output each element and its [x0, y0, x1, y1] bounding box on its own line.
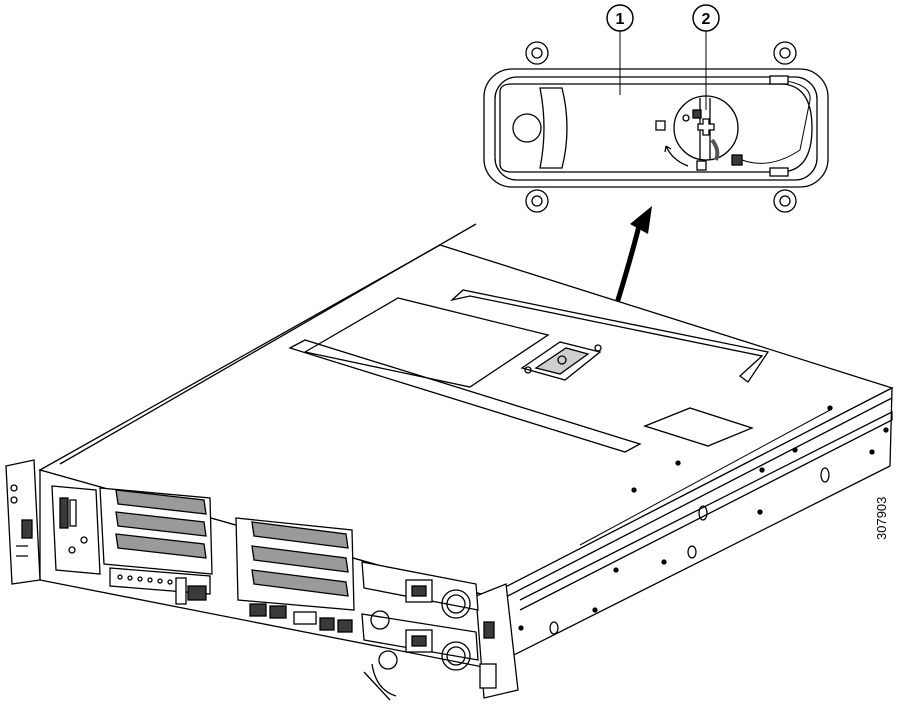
power-supplies [361, 561, 479, 701]
callout-1-label: 1 [616, 11, 625, 28]
latch-handle-plate [499, 83, 813, 173]
latch-detail-inset [483, 41, 829, 213]
pcie-riser-left [99, 487, 213, 595]
finger-grip [539, 87, 568, 169]
lock-disk [673, 95, 739, 161]
server-chassis [5, 223, 894, 701]
pcie-riser-middle [235, 517, 355, 633]
cover-panel-small [643, 407, 754, 447]
latch-recess-outer [483, 68, 829, 188]
latch-recess-inner [494, 76, 818, 181]
callout-1: 1 [606, 4, 634, 95]
cover-panel-large [303, 297, 550, 388]
callout-2: 2 [692, 4, 720, 110]
figure-id: 307903 [874, 496, 889, 540]
callout-2-label: 2 [702, 11, 711, 28]
top-cover-latch-handle [520, 341, 602, 381]
mounting-holes [525, 41, 797, 213]
left-io-panel [51, 485, 207, 605]
latch-lock-screw [697, 118, 715, 136]
grip-dimple [512, 113, 542, 143]
